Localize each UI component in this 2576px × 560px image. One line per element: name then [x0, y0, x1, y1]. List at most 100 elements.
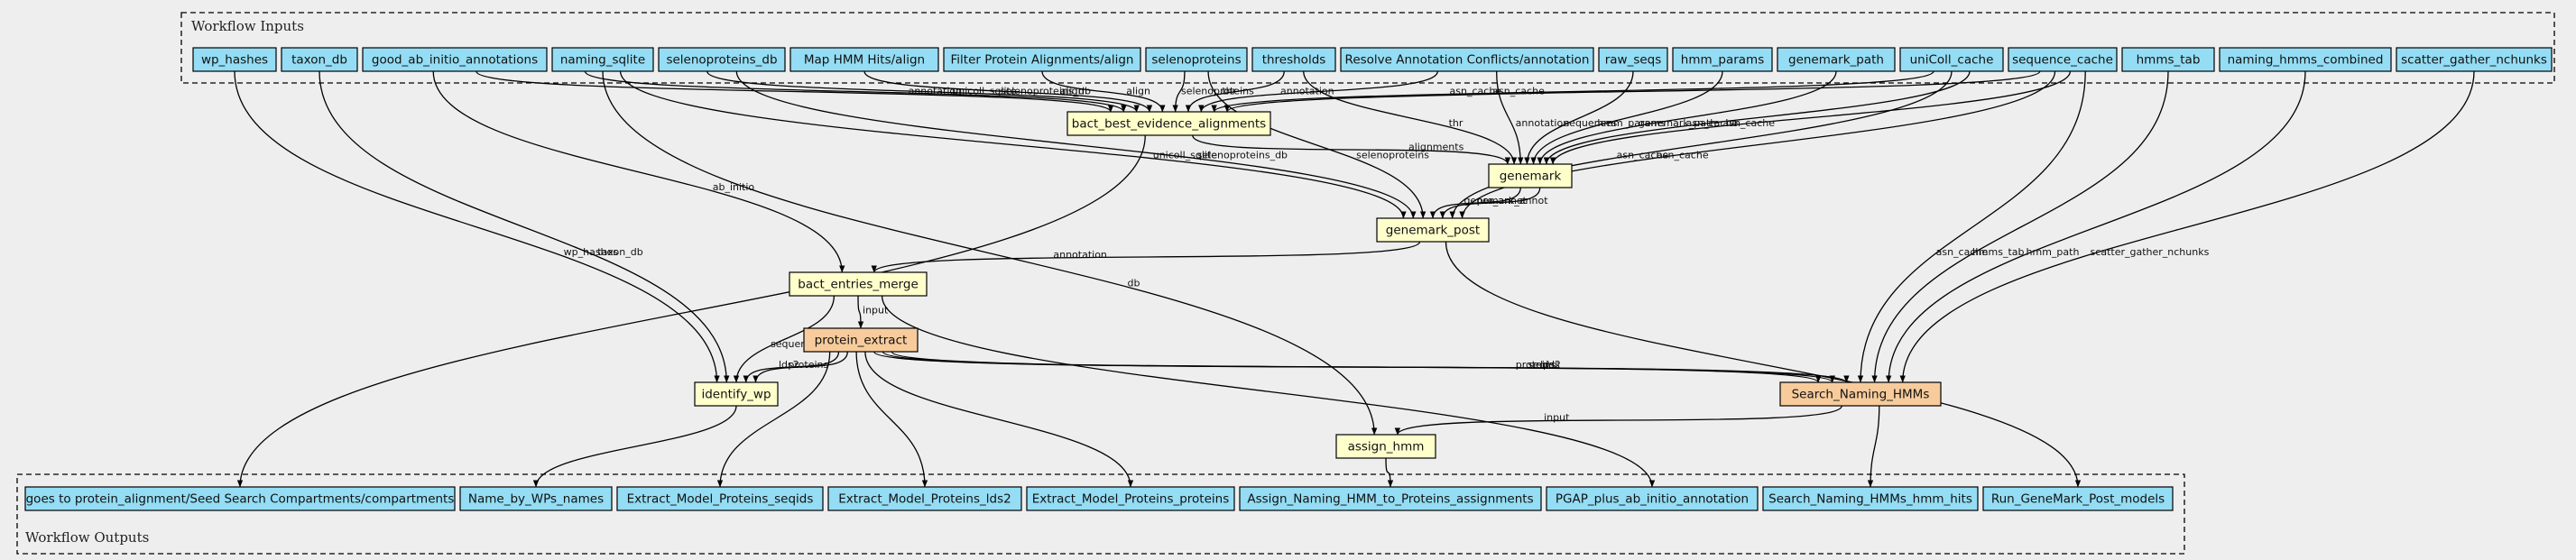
node-out_goes_to[interactable]: goes to protein_alignment/Seed Search Co…: [24, 486, 456, 511]
node-st_protein_extract[interactable]: protein_extract: [803, 327, 919, 353]
node-box: [658, 47, 786, 72]
edge-in_taxon_db-to-st_identify_wp: [319, 70, 730, 383]
node-in_good_ab[interactable]: good_ab_initio_annotations: [362, 47, 548, 72]
node-in_thresholds[interactable]: thresholds: [1251, 47, 1336, 72]
node-in_wp_hashes[interactable]: wp_hashes: [192, 47, 277, 72]
edge-st_genemark_post-to-st_bact_entries: [871, 241, 1421, 273]
node-label: bact_best_evidence_alignments: [1072, 117, 1266, 132]
edge-in_map_hmm-to-st_bact_best: [863, 70, 1153, 113]
edge-in_thresholds-to-st_bact_best: [1185, 70, 1285, 113]
node-label: uniColl_cache: [1910, 53, 1994, 68]
edge-st_protein_extract-to-out_seqids: [716, 351, 831, 488]
node-label: Filter Protein Alignments/align: [951, 53, 1134, 68]
node-box: [1376, 217, 1490, 243]
node-in_raw_seqs[interactable]: raw_seqs: [1598, 47, 1668, 72]
edge-st_bact_best-to-out_goes_to: [236, 134, 1146, 488]
edge-in_naming_hmms-to-st_search_naming: [1885, 70, 2306, 383]
edge-label: hmm_path: [2027, 246, 2080, 258]
node-label: Name_by_WPs_names: [468, 492, 604, 507]
edge-label: pre_annot: [1477, 195, 1528, 207]
node-out_proteins[interactable]: Extract_Model_Proteins_proteins: [1026, 486, 1235, 511]
node-out_assign[interactable]: Assign_Naming_HMM_to_Proteins_assignment…: [1239, 486, 1542, 511]
edges-layer: annotationunicoll_sqliteselenoproteins_d…: [234, 70, 2475, 488]
node-out_genemark_models[interactable]: Run_GeneMark_Post_models: [1982, 486, 2174, 511]
node-label: raw_seqs: [1605, 53, 1662, 68]
node-st_assign_hmm[interactable]: assign_hmm: [1335, 434, 1436, 459]
edge-in_unicoll-to-st_genemark_post: [1449, 70, 1953, 219]
node-st_bact_best[interactable]: bact_best_evidence_alignments: [1066, 111, 1271, 136]
node-in_filter_prot[interactable]: Filter Protein Alignments/align: [943, 47, 1141, 72]
edge-label: selenoproteins_db: [1197, 149, 1288, 161]
node-st_search_naming[interactable]: Search_Naming_HMMs: [1779, 381, 1942, 407]
node-box: [2008, 47, 2118, 72]
node-in_selenoproteins[interactable]: selenoproteins: [1145, 47, 1248, 72]
node-in_selenoproteins_db[interactable]: selenoproteins_db: [658, 47, 786, 72]
edge-label: lds2: [1540, 359, 1561, 371]
edge-st_identify_wp-to-out_name_by_wps: [532, 405, 737, 488]
node-label: genemark: [1500, 170, 1562, 184]
node-st_genemark[interactable]: genemark: [1488, 163, 1573, 188]
node-box: [1546, 486, 1759, 511]
node-label: thresholds: [1262, 53, 1326, 68]
node-box: [459, 486, 613, 511]
node-label: Extract_Model_Proteins_lds2: [838, 492, 1011, 507]
node-in_hmm_params[interactable]: hmm_params: [1672, 47, 1773, 72]
node-in_genemark_path[interactable]: genemark_path: [1777, 47, 1896, 72]
edge-st_assign_hmm-to-out_assign: [1385, 457, 1394, 488]
outputs-cluster-title: Workflow Outputs: [25, 529, 149, 546]
edge-label: ab_initio: [713, 181, 755, 193]
edge-label: sequences: [1564, 117, 1617, 129]
node-label: selenoproteins_db: [666, 53, 777, 68]
node-label: selenoproteins: [1151, 53, 1241, 68]
node-in_sequence_cache[interactable]: sequence_cache: [2008, 47, 2118, 72]
node-in_resolve[interactable]: Resolve Annotation Conflicts/annotation: [1340, 47, 1594, 72]
node-box: [1777, 47, 1896, 72]
edge-st_bact_entries-to-st_protein_extract: [857, 295, 864, 329]
node-label: taxon_db: [291, 53, 347, 68]
node-box: [1762, 486, 1979, 511]
node-label: Resolve Annotation Conflicts/annotation: [1345, 53, 1590, 68]
node-in_naming_sqlite[interactable]: naming_sqlite: [551, 47, 654, 72]
edge-label: asn_cache: [1450, 85, 1502, 96]
node-label: naming_sqlite: [560, 53, 645, 68]
node-in_taxon_db[interactable]: taxon_db: [281, 47, 358, 72]
node-in_scatter[interactable]: scatter_gather_nchunks: [2396, 47, 2553, 72]
node-box: [616, 486, 824, 511]
node-out_lds2[interactable]: Extract_Model_Proteins_lds2: [827, 486, 1022, 511]
node-box: [1672, 47, 1773, 72]
node-out_pgap[interactable]: PGAP_plus_ab_initio_annotation: [1546, 486, 1759, 511]
node-box: [789, 47, 939, 72]
edge-st_search_naming-to-out_hmm_hits: [1867, 405, 1880, 488]
node-box: [1982, 486, 2174, 511]
edge-label: annotation: [1516, 117, 1570, 129]
node-box: [192, 47, 277, 72]
node-label: good_ab_initio_annotations: [372, 53, 538, 68]
edge-in_hmm_params-to-st_genemark: [1530, 70, 1723, 165]
node-st_genemark_post[interactable]: genemark_post: [1376, 217, 1490, 243]
edge-label: selenoproteins: [1181, 85, 1254, 96]
node-in_unicoll[interactable]: uniColl_cache: [1899, 47, 2004, 72]
node-label: Assign_Naming_HMM_to_Proteins_assignment…: [1247, 492, 1533, 507]
node-out_name_by_wps[interactable]: Name_by_WPs_names: [459, 486, 613, 511]
node-box: [827, 486, 1022, 511]
edge-in_wp_hashes-to-st_identify_wp: [234, 70, 720, 383]
edge-label: taxon_db: [597, 246, 642, 258]
node-label: genemark_path: [1788, 53, 1884, 68]
node-label: wp_hashes: [201, 53, 268, 68]
node-st_bact_entries[interactable]: bact_entries_merge: [789, 271, 928, 297]
node-box: [694, 381, 779, 407]
node-in_naming_hmms[interactable]: naming_hmms_combined: [2219, 47, 2392, 72]
edge-st_genemark-to-st_genemark_post: [1429, 187, 1521, 219]
node-label: Map HMM Hits/align: [804, 53, 925, 68]
node-st_identify_wp[interactable]: identify_wp: [694, 381, 779, 407]
node-out_hmm_hits[interactable]: Search_Naming_HMMs_hmm_hits: [1762, 486, 1979, 511]
node-out_seqids[interactable]: Extract_Model_Proteins_seqids: [616, 486, 824, 511]
node-in_map_hmm[interactable]: Map HMM Hits/align: [789, 47, 939, 72]
node-in_hmms_tab[interactable]: hmms_tab: [2121, 47, 2215, 72]
node-box: [2396, 47, 2553, 72]
node-label: Run_GeneMark_Post_models: [1991, 492, 2165, 507]
node-label: goes to protein_alignment/Seed Search Co…: [26, 492, 455, 507]
node-box: [1066, 111, 1271, 136]
edge-in_sequence_cache-to-st_genemark_post: [1459, 70, 2056, 219]
